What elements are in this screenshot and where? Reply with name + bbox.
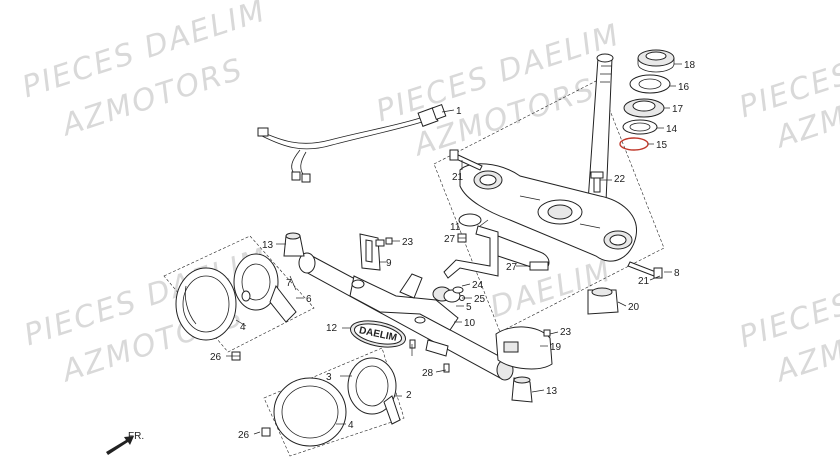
callout-4: 4 — [240, 322, 246, 333]
rubber-block — [587, 287, 619, 315]
callout-2: 2 — [406, 390, 412, 401]
callout-9: 9 — [386, 258, 392, 269]
callout-27: 27 — [444, 234, 456, 245]
steering-stem-assembly — [433, 53, 665, 333]
callout-20: 20 — [628, 302, 640, 313]
callout-8: 8 — [674, 268, 680, 279]
callout-5: 5 — [466, 302, 472, 313]
callout-13: 13 — [262, 240, 274, 251]
callout-12: 12 — [326, 323, 338, 334]
direction-label: FR. — [128, 431, 144, 442]
callout-11: 11 — [450, 222, 461, 233]
headlight-upper — [163, 235, 315, 353]
callout-10: 10 — [464, 318, 476, 329]
callout-28: 28 — [422, 368, 434, 379]
end-cap — [283, 232, 533, 403]
rubber-mount — [432, 286, 465, 303]
callout-1: 1 — [456, 106, 462, 117]
callout-3: 3 — [326, 372, 332, 383]
callout-27b: 27 — [506, 262, 518, 273]
callout-21b: 21 — [638, 276, 650, 287]
callout-15: 15 — [656, 140, 668, 151]
callout-17: 17 — [672, 104, 684, 115]
callout-14: 14 — [666, 124, 678, 135]
callout-labels: 1 2 3 4 4 5 6 7 8 9 10 11 12 13 13 14 15… — [210, 60, 696, 441]
callout-24: 24 — [472, 280, 484, 291]
front-direction-arrow — [106, 436, 134, 455]
callout-25: 25 — [474, 294, 486, 305]
callout-16: 16 — [678, 82, 690, 93]
callout-18: 18 — [684, 60, 696, 71]
callout-4b: 4 — [348, 420, 354, 431]
leader-lines — [226, 63, 682, 435]
callout-22: 22 — [614, 174, 626, 185]
callout-23b: 23 — [560, 327, 572, 338]
headlight-lower — [263, 347, 405, 457]
headlight-stay-pipe — [298, 252, 514, 381]
callout-26: 26 — [210, 352, 222, 363]
callout-6: 6 — [306, 294, 312, 305]
callout-26b: 26 — [238, 430, 250, 441]
bearing-stack — [619, 49, 675, 151]
daelim-emblem — [349, 320, 407, 348]
callout-21: 21 — [452, 172, 464, 183]
callout-7: 7 — [286, 278, 292, 289]
meter-cover — [495, 326, 553, 370]
callout-13b: 13 — [546, 386, 558, 397]
callout-23: 23 — [402, 237, 414, 248]
callout-19: 19 — [550, 342, 562, 353]
clamp-bracket — [359, 233, 385, 271]
wire-harness — [257, 104, 447, 183]
